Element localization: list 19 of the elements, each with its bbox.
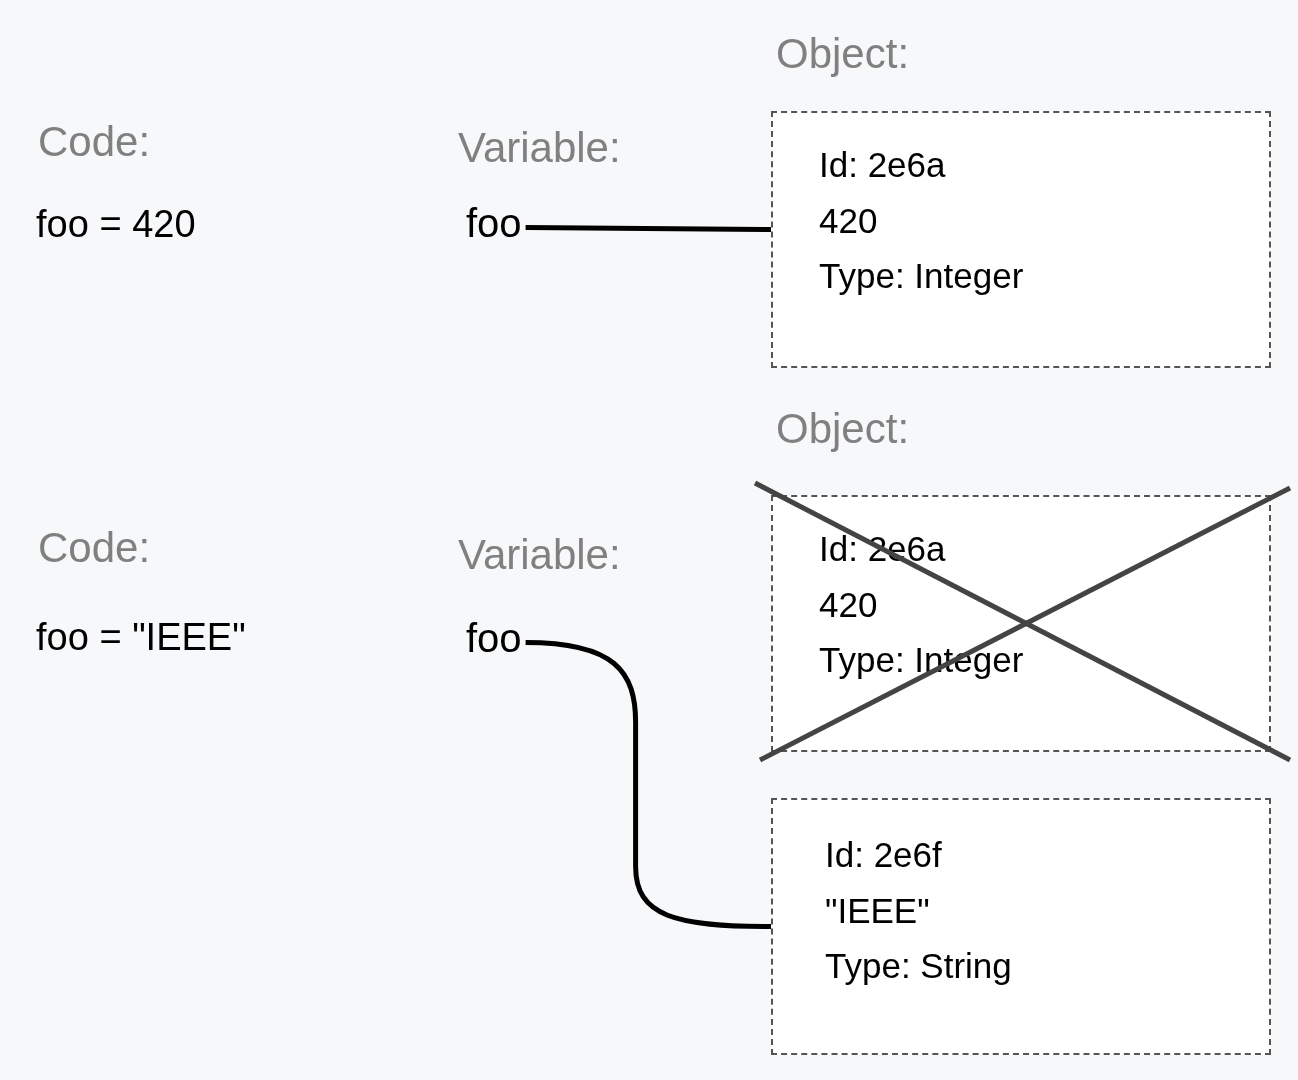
connector-line [525,225,771,232]
variable-name: foo [462,616,526,661]
object-heading: Object: [776,405,910,453]
object-field: Type: Integer [819,256,1024,296]
section-heading: Variable: [458,124,621,172]
object-field: "IEEE" [825,890,930,931]
object-field: 420 [819,584,878,625]
variable-name: foo [462,201,526,246]
object-field: Id: 2e6f [825,835,942,875]
section-heading: Variable: [458,531,621,579]
object-heading: Object: [776,30,910,78]
connector-line [525,640,772,929]
object-field: Id: 2e6a [819,145,946,185]
object-field: 420 [819,200,878,241]
code-line: foo = "IEEE" [36,616,246,659]
section-heading: Code: [38,118,151,166]
object-field: Type: String [825,946,1012,986]
section-heading: Code: [38,524,151,572]
code-line: foo = 420 [36,203,196,246]
